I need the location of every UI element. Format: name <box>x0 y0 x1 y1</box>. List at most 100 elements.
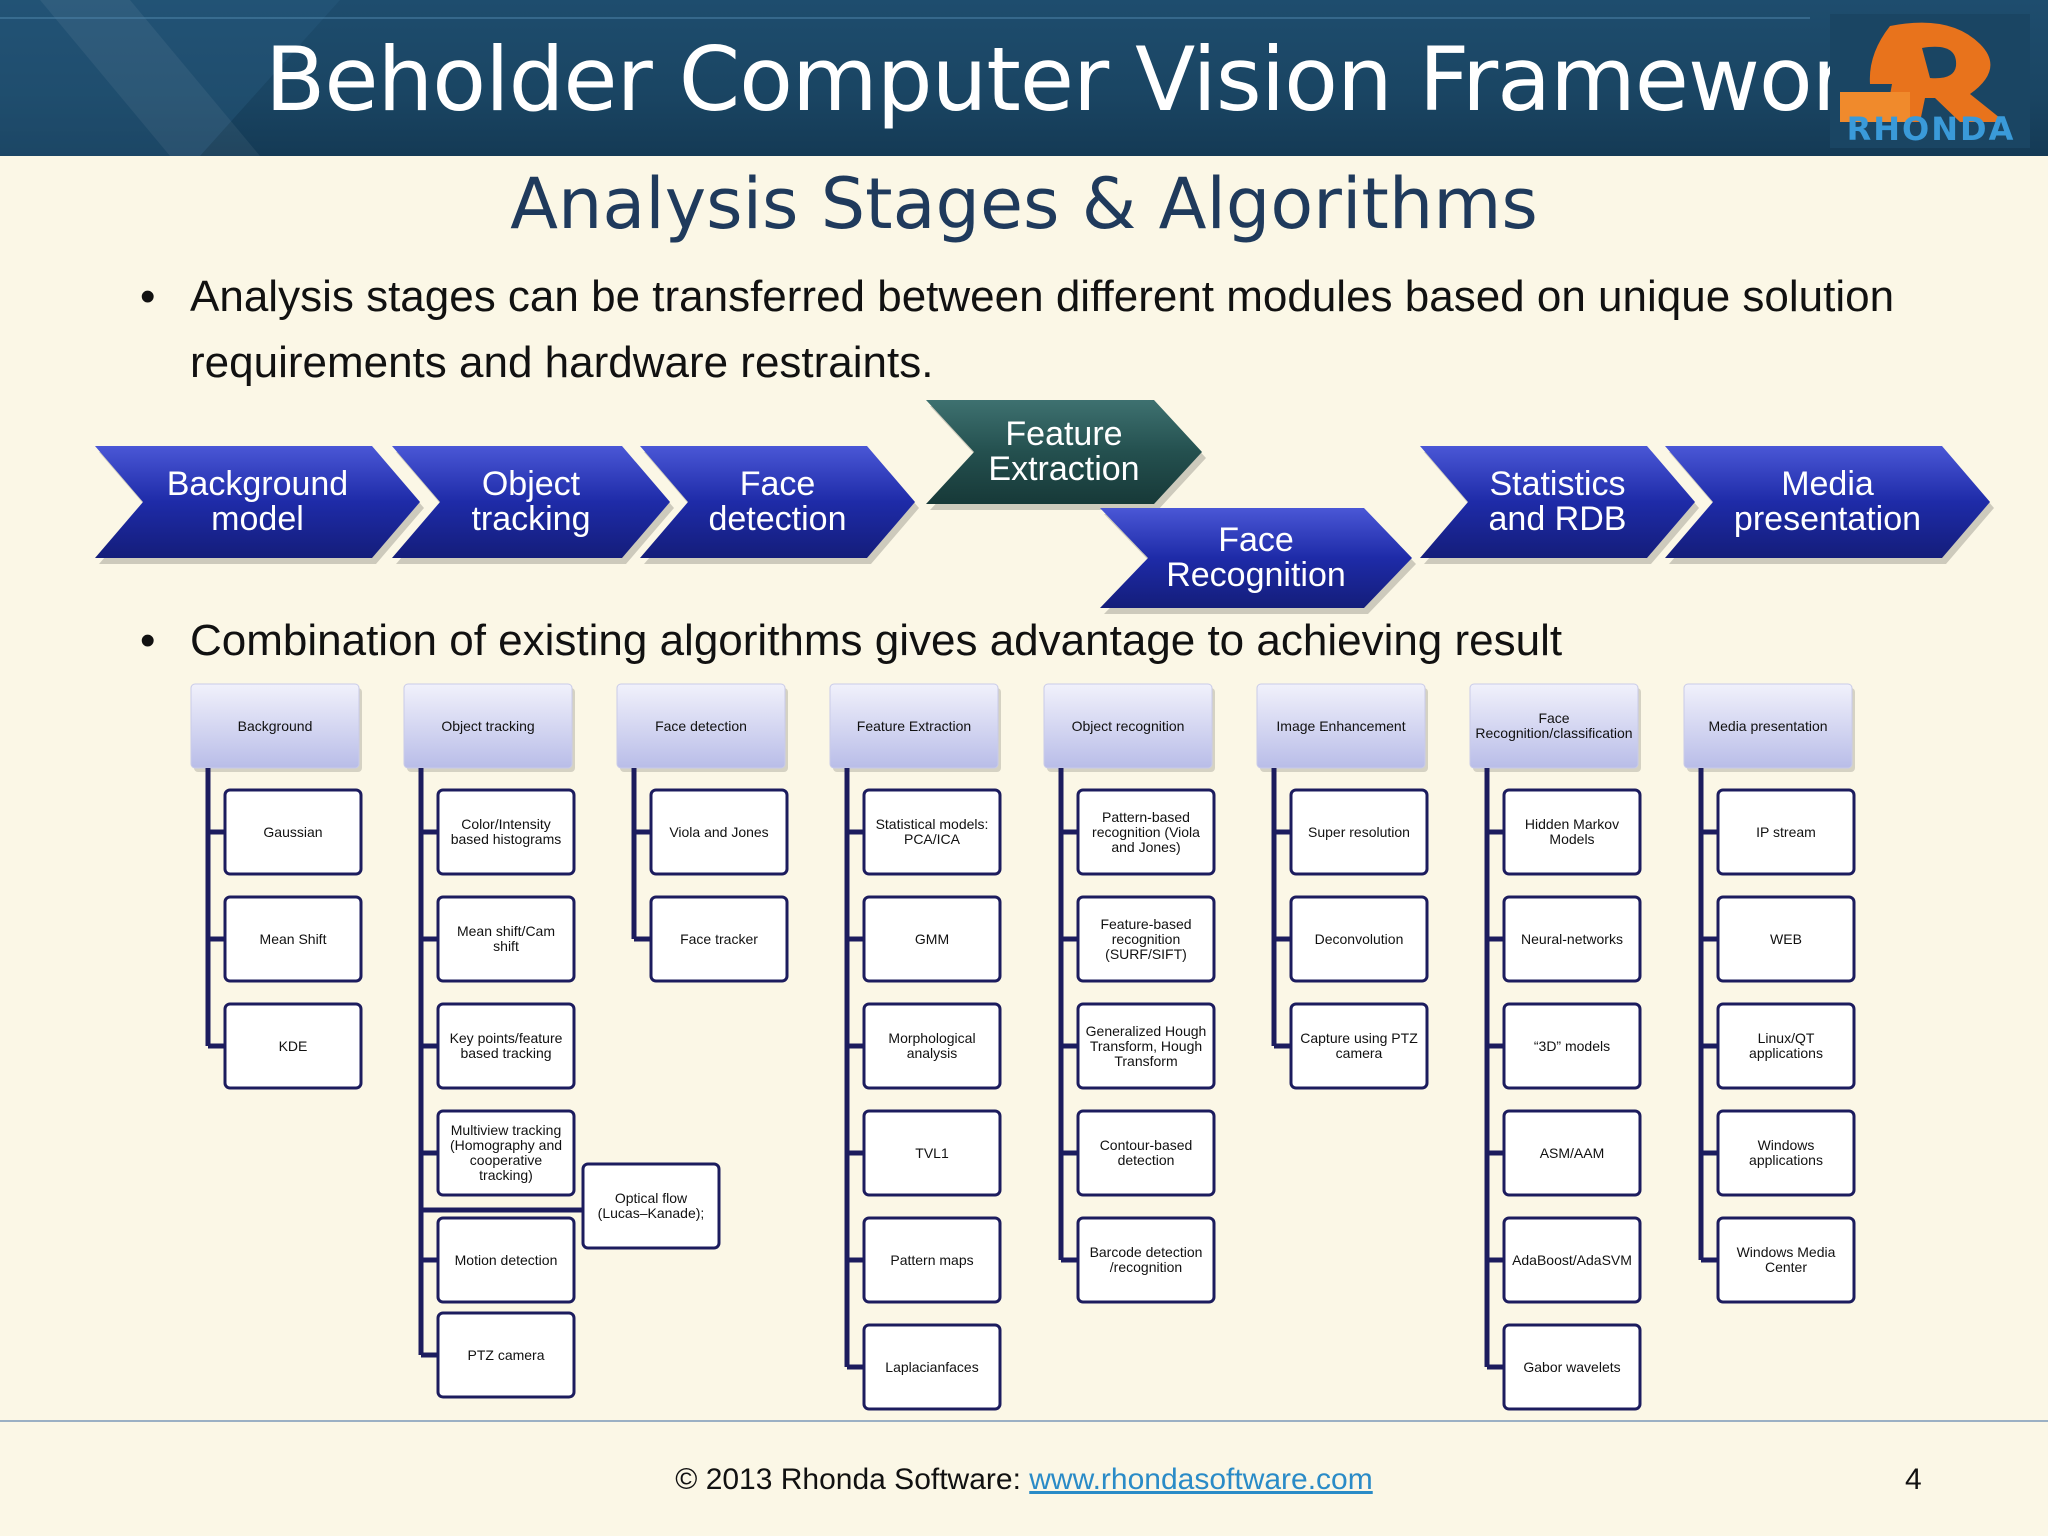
algorithm-label: Mean shift/Cam shift <box>456 923 556 954</box>
algorithm-label: Deconvolution <box>1314 930 1404 947</box>
algorithm-label: Contour-based detection <box>1099 1137 1193 1168</box>
algorithm-label: Mean Shift <box>259 930 327 947</box>
stage-label: Face Recognition <box>1166 521 1346 594</box>
category-box <box>403 683 573 769</box>
algorithm-label: Face tracker <box>680 930 758 947</box>
algorithm-label: Morphological analysis <box>888 1030 976 1061</box>
algorithm-box <box>1716 895 1856 983</box>
algorithm-box <box>1076 1216 1216 1304</box>
category-label: Face detection <box>655 717 747 734</box>
slide-subtitle: Analysis Stages & Algorithms <box>510 163 1538 245</box>
algorithm-label: Pattern-based recognition (Viola and Jon… <box>1092 808 1200 855</box>
algorithm-label: Neural-networks <box>1521 930 1623 947</box>
stage-label: Feature Extraction <box>988 415 1140 488</box>
stage-label: Face detection <box>708 465 847 538</box>
algorithm-box <box>1502 895 1642 983</box>
algorithm-label: PTZ camera <box>467 1346 545 1363</box>
algorithm-box <box>223 895 363 983</box>
algorithm-label: Barcode detection /recognition <box>1089 1244 1203 1275</box>
stage-chevron <box>1100 508 1412 608</box>
algorithm-box <box>862 895 1002 983</box>
category-box <box>616 683 786 769</box>
stage-label: Statistics and RDB <box>1488 465 1627 538</box>
bullet-text: Combination of existing algorithms gives… <box>190 616 1563 665</box>
category-box <box>190 683 360 769</box>
algorithm-box <box>1289 895 1429 983</box>
algorithm-box <box>1502 1323 1642 1411</box>
copyright-text: © 2013 Rhonda Software: <box>675 1463 1030 1496</box>
algorithm-label: ASM/AAM <box>1539 1144 1605 1161</box>
stage-label: Background model <box>166 465 349 538</box>
algorithm-box <box>1502 1002 1642 1090</box>
footer-divider <box>0 1420 2048 1422</box>
algorithm-box <box>649 788 789 876</box>
algorithm-label: Multiview tracking (Homography and coope… <box>449 1122 563 1183</box>
algorithm-label: Statistical models: PCA/ICA <box>875 816 989 847</box>
algorithm-box <box>436 1311 576 1399</box>
algorithm-box <box>1289 788 1429 876</box>
algorithm-box <box>1716 788 1856 876</box>
algorithm-label: Laplacianfaces <box>885 1358 979 1375</box>
algorithm-label: Windows applications <box>1749 1137 1823 1168</box>
algorithm-box <box>436 1002 576 1090</box>
algorithm-label: Windows Media Center <box>1736 1244 1836 1275</box>
algorithm-box <box>1716 1216 1856 1304</box>
algorithm-box <box>581 1162 721 1250</box>
algorithm-box <box>862 1323 1002 1411</box>
category-label: Media presentation <box>1708 717 1828 734</box>
footer: © 2013 Rhonda Software: www.rhondasoftwa… <box>0 1458 2048 1502</box>
algorithm-label: Motion detection <box>454 1251 558 1268</box>
algorithm-box <box>1076 1002 1216 1090</box>
algorithm-label: Gabor wavelets <box>1523 1358 1621 1375</box>
category-label: Object tracking <box>441 717 535 734</box>
category-label: Background <box>237 717 313 734</box>
logo-text: RHONDA <box>1846 110 2016 148</box>
stage-chevron <box>640 446 915 558</box>
algorithm-box <box>436 1109 576 1197</box>
algorithm-box <box>1076 895 1216 983</box>
slide-title: Beholder Computer Vision Framework <box>265 28 1898 131</box>
bullet-text: Analysis stages can be transferred betwe… <box>190 272 1895 387</box>
algorithm-box <box>862 1216 1002 1304</box>
algorithm-box <box>436 1216 576 1304</box>
category-box <box>1256 683 1426 769</box>
category-box <box>1043 683 1213 769</box>
category-label: Face Recognition/classification <box>1475 710 1633 741</box>
algorithm-label: Capture using PTZ camera <box>1300 1030 1418 1061</box>
algorithm-box <box>1502 1216 1642 1304</box>
algorithm-box <box>1716 1109 1856 1197</box>
algorithm-box <box>1502 788 1642 876</box>
algorithm-box <box>436 895 576 983</box>
category-box <box>1683 683 1853 769</box>
algorithm-label: Viola and Jones <box>669 823 769 840</box>
algorithm-label: Color/Intensity based histograms <box>450 816 562 847</box>
category-box <box>1469 683 1639 769</box>
algorithm-box <box>436 788 576 876</box>
algorithm-label: AdaBoost/AdaSVM <box>1512 1251 1632 1268</box>
algorithm-box <box>1502 1109 1642 1197</box>
bullet-marker: • <box>140 616 156 665</box>
stage-chevron <box>95 446 420 558</box>
algorithm-box <box>862 1002 1002 1090</box>
algorithm-box <box>862 788 1002 876</box>
algorithm-label: Key points/feature based tracking <box>449 1030 563 1061</box>
algorithm-box <box>223 788 363 876</box>
website-link[interactable]: www.rhondasoftware.com <box>1029 1463 1373 1496</box>
algorithm-box <box>1289 1002 1429 1090</box>
algorithm-box <box>649 895 789 983</box>
title-bar-decoration <box>0 0 1810 156</box>
algorithm-label: KDE <box>278 1037 308 1054</box>
algorithm-label: Gaussian <box>263 823 323 840</box>
category-label: Object recognition <box>1071 717 1185 734</box>
stage-chevron <box>1665 446 1990 558</box>
algorithm-box <box>1716 1002 1856 1090</box>
algorithm-label: Pattern maps <box>890 1251 974 1268</box>
algorithm-label: Super resolution <box>1308 823 1410 840</box>
algorithm-box <box>1076 1109 1216 1197</box>
bullet-marker: • <box>140 272 156 321</box>
stage-label: Media presentation <box>1733 465 1922 538</box>
algorithm-label: WEB <box>1770 930 1802 947</box>
algorithm-label: GMM <box>914 930 950 947</box>
category-label: Image Enhancement <box>1276 717 1406 734</box>
